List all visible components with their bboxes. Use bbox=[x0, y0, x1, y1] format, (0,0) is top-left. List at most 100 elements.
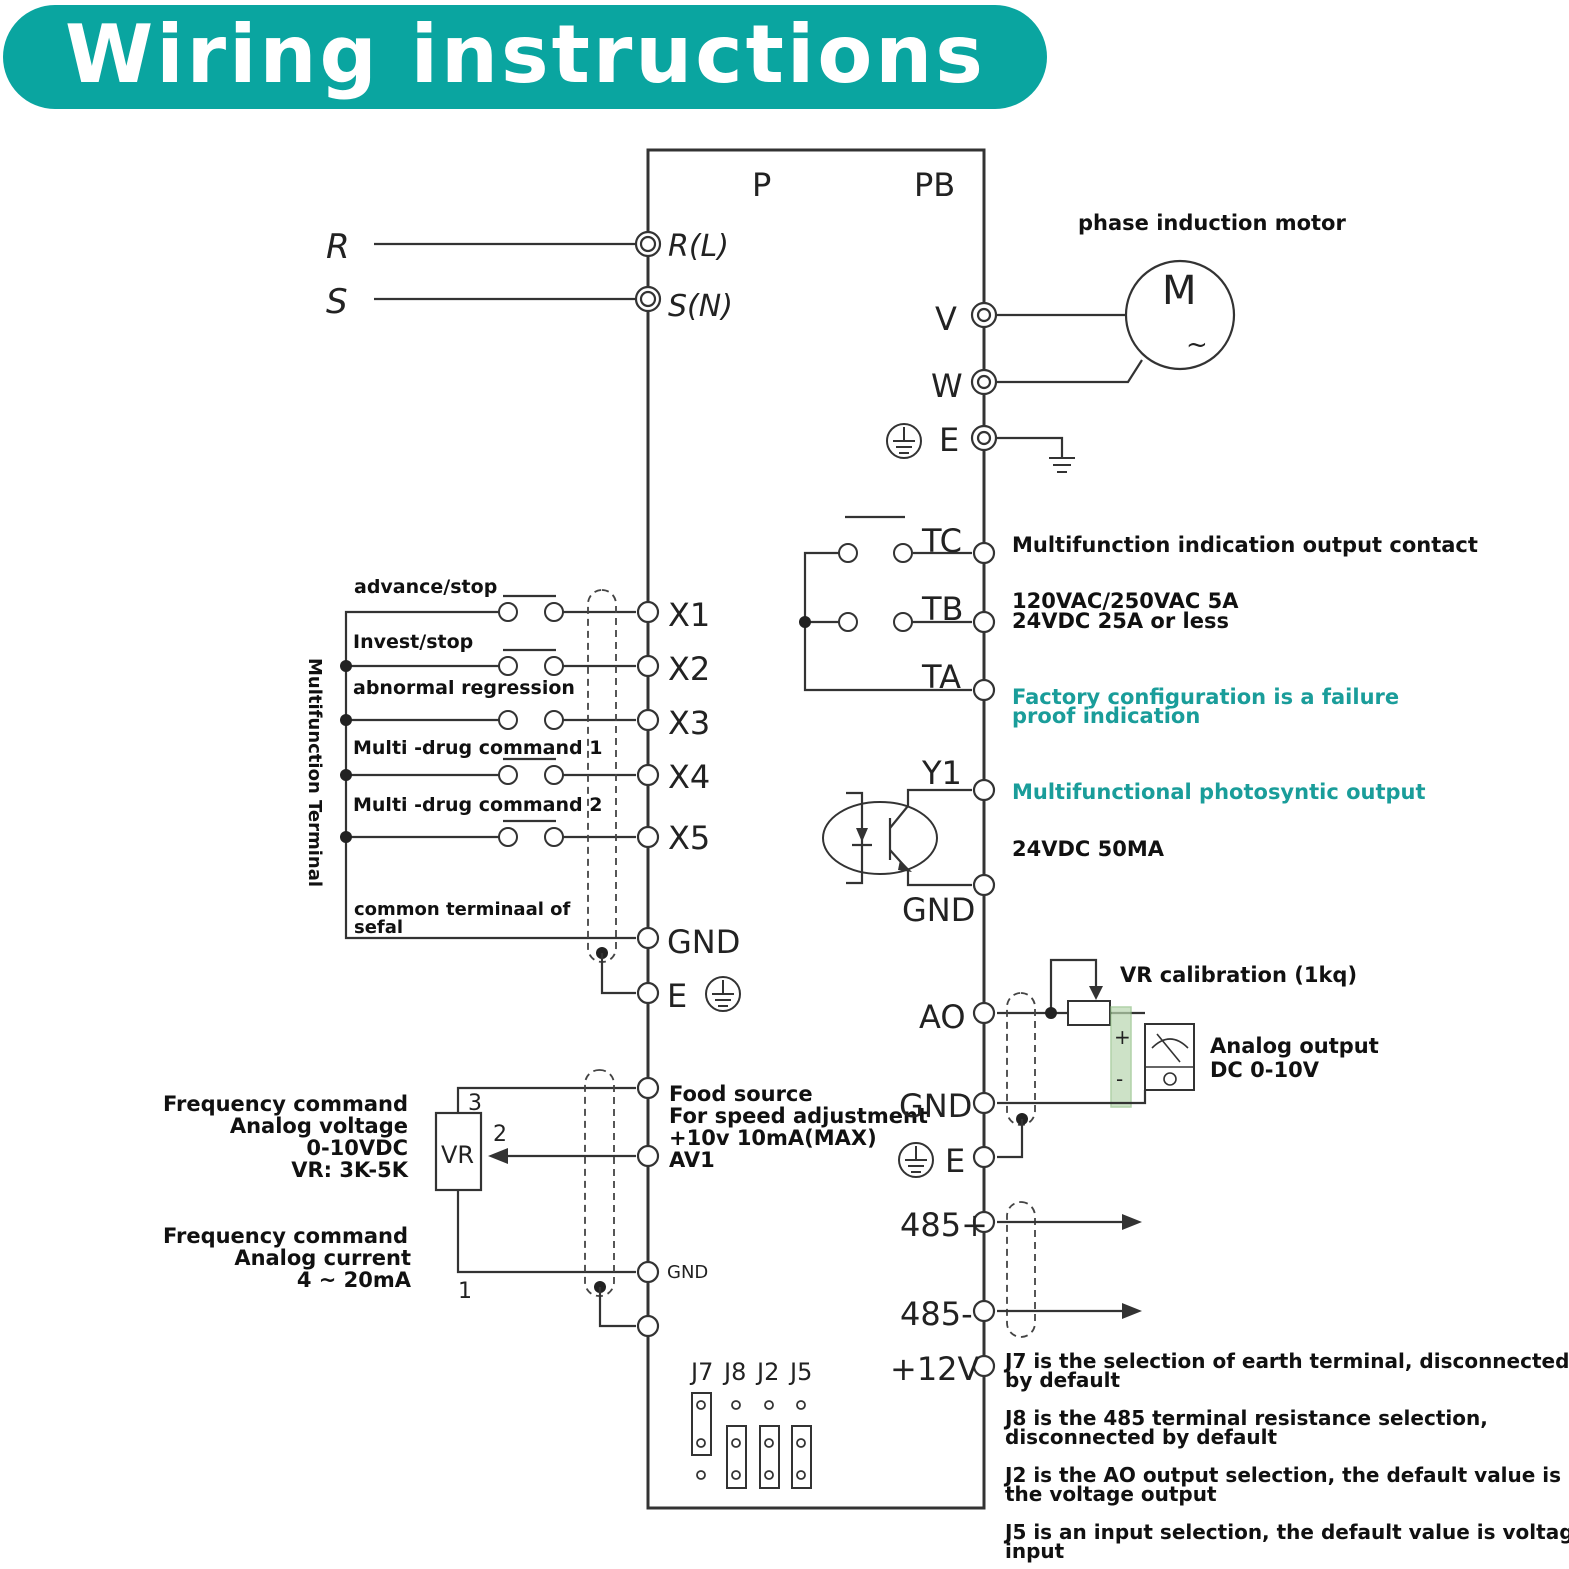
e-ao-label: E bbox=[945, 1142, 965, 1180]
485-plus-label: 485+ bbox=[900, 1206, 988, 1244]
source-line-3: +10v 10mA(MAX) bbox=[669, 1126, 877, 1150]
terminal-e-analog bbox=[636, 1314, 660, 1338]
relay-rating-1: 120VAC/250VAC 5A bbox=[1012, 589, 1239, 613]
relay-section: TC TB TA Multifunction indication output… bbox=[799, 515, 1478, 728]
optocoupler-icon bbox=[822, 801, 938, 875]
jumper-j5-label: J5 bbox=[788, 1358, 812, 1386]
w-label: W bbox=[931, 367, 963, 405]
input-label-x1: advance/stop bbox=[354, 576, 497, 598]
pin-1-label: 1 bbox=[458, 1279, 472, 1304]
comm-section: 485+ 485- +12V bbox=[890, 1201, 1142, 1388]
voltage-line-1: Frequency command bbox=[163, 1092, 408, 1116]
jumper-note-j2-2: the voltage output bbox=[1005, 1482, 1217, 1506]
terminal-x1 bbox=[636, 600, 660, 624]
jumper-note-j7-1: J7 is the selection of earth terminal, d… bbox=[1003, 1349, 1569, 1373]
x5-label: X5 bbox=[668, 819, 710, 857]
terminal-tb bbox=[972, 610, 996, 634]
earth-ground-icon bbox=[1049, 457, 1075, 473]
gnd-ao-label: GND bbox=[899, 1087, 972, 1125]
terminal-av1 bbox=[636, 1144, 660, 1168]
terminal-gnd-analog bbox=[636, 1260, 660, 1284]
analog-output-line-1: Analog output bbox=[1210, 1034, 1379, 1058]
jumper-note-j2-1: J2 is the AO output selection, the defau… bbox=[1003, 1463, 1561, 1487]
analog-input-section: Frequency command Analog voltage 0-10VDC… bbox=[163, 1069, 928, 1338]
jumper-j7 bbox=[691, 1392, 712, 1480]
terminal-y1 bbox=[972, 778, 996, 802]
terminal-ta bbox=[972, 678, 996, 702]
terminal-s-label: S(N) bbox=[668, 289, 733, 324]
vr-calibration-label: VR calibration (1kq) bbox=[1120, 963, 1357, 987]
tc-label: TC bbox=[921, 522, 962, 560]
motor-section: phase induction motor M ~ V W E bbox=[886, 211, 1346, 473]
source-line-2: For speed adjustment bbox=[669, 1104, 928, 1128]
jumper-note-j5-1: J5 is an input selection, the default va… bbox=[1003, 1520, 1569, 1544]
motor-symbol: M bbox=[1162, 268, 1197, 314]
photo-description: Multifunctional photosyntic output bbox=[1012, 780, 1426, 804]
meter-polarity-highlight bbox=[1110, 1006, 1132, 1108]
terminal-pb-label: PB bbox=[914, 166, 955, 204]
terminal-x5 bbox=[636, 825, 660, 849]
terminal-tc bbox=[972, 541, 996, 565]
terminal-12v bbox=[972, 1354, 996, 1378]
multifunction-vertical-label: Multifunction Terminal bbox=[304, 658, 325, 887]
e-label: E bbox=[939, 421, 959, 459]
ground-symbol-icon bbox=[898, 1142, 934, 1178]
meter-minus: - bbox=[1116, 1067, 1123, 1091]
jumper-j8-label: J8 bbox=[722, 1358, 746, 1386]
terminal-r-label: R(L) bbox=[668, 229, 729, 264]
y1-label: Y1 bbox=[921, 754, 962, 792]
jumper-j2-label: J2 bbox=[755, 1358, 779, 1386]
terminal-x3 bbox=[636, 708, 660, 732]
source-line-4: AV1 bbox=[669, 1148, 715, 1172]
e-x-label: E bbox=[667, 977, 687, 1015]
motor-title: phase induction motor bbox=[1078, 211, 1346, 235]
jumper-j5 bbox=[791, 1400, 812, 1489]
cable-shield-analog bbox=[584, 1069, 615, 1297]
terminal-p-label: P bbox=[752, 166, 771, 204]
photo-gnd-label: GND bbox=[902, 891, 975, 929]
v-label: V bbox=[935, 300, 957, 338]
multifunction-section: Multifunction Terminal advance/stop X1 I… bbox=[304, 576, 741, 1015]
arrow-right-icon bbox=[1122, 1214, 1142, 1230]
header-banner: Wiring instructions bbox=[3, 5, 1047, 109]
gnd-analog-label: GND bbox=[667, 1262, 708, 1283]
relay-factory-1: Factory configuration is a failure bbox=[1012, 685, 1399, 709]
relay-factory-2: proof indication bbox=[1012, 704, 1200, 728]
vr-label: VR bbox=[441, 1141, 474, 1169]
input-label-x3: abnormal regression bbox=[353, 677, 575, 699]
input-label-x4: Multi -drug command 1 bbox=[353, 737, 602, 759]
current-line-1: Frequency command bbox=[163, 1224, 408, 1248]
terminal-e-x bbox=[636, 981, 660, 1005]
relay-description: Multifunction indication output contact bbox=[1012, 533, 1478, 557]
photo-rating: 24VDC 50MA bbox=[1012, 837, 1165, 861]
x3-label: X3 bbox=[668, 704, 710, 742]
terminal-ao bbox=[972, 1001, 996, 1025]
jumper-j2 bbox=[759, 1400, 780, 1489]
ao-label: AO bbox=[919, 998, 966, 1036]
calibration-resistor bbox=[1067, 1000, 1111, 1026]
pin-2-label: 2 bbox=[493, 1122, 507, 1147]
current-line-3: 4 ~ 20mA bbox=[297, 1268, 412, 1292]
jumper-note-j8-1: J8 is the 485 terminal resistance select… bbox=[1003, 1406, 1488, 1430]
terminal-e-ao bbox=[972, 1145, 996, 1169]
485-minus-label: 485- bbox=[900, 1295, 973, 1333]
tb-label: TB bbox=[921, 590, 964, 628]
terminal-10v bbox=[636, 1076, 660, 1100]
analog-output-section: VR calibration (1kq) + - Analog output D… bbox=[898, 958, 1379, 1180]
motor-tilde: ~ bbox=[1186, 330, 1208, 360]
common-label-2: sefal bbox=[354, 917, 403, 938]
terminal-485-minus bbox=[972, 1299, 996, 1323]
input-label-x5: Multi -drug command 2 bbox=[353, 794, 602, 816]
analog-output-line-2: DC 0-10V bbox=[1210, 1058, 1320, 1082]
input-label-x2: Invest/stop bbox=[353, 631, 473, 653]
jumper-note-j7-2: by default bbox=[1005, 1368, 1120, 1392]
terminal-x4 bbox=[636, 763, 660, 787]
voltage-line-4: VR: 3K-5K bbox=[291, 1158, 409, 1182]
12v-label: +12V bbox=[890, 1350, 980, 1388]
photocoupler-section: Y1 GND Multifunctional photosyntic outpu… bbox=[822, 754, 1426, 929]
current-line-2: Analog current bbox=[234, 1246, 411, 1270]
x1-label: X1 bbox=[668, 596, 710, 634]
terminal-gnd-photo bbox=[972, 873, 996, 897]
terminal-gnd-ao bbox=[972, 1091, 996, 1115]
